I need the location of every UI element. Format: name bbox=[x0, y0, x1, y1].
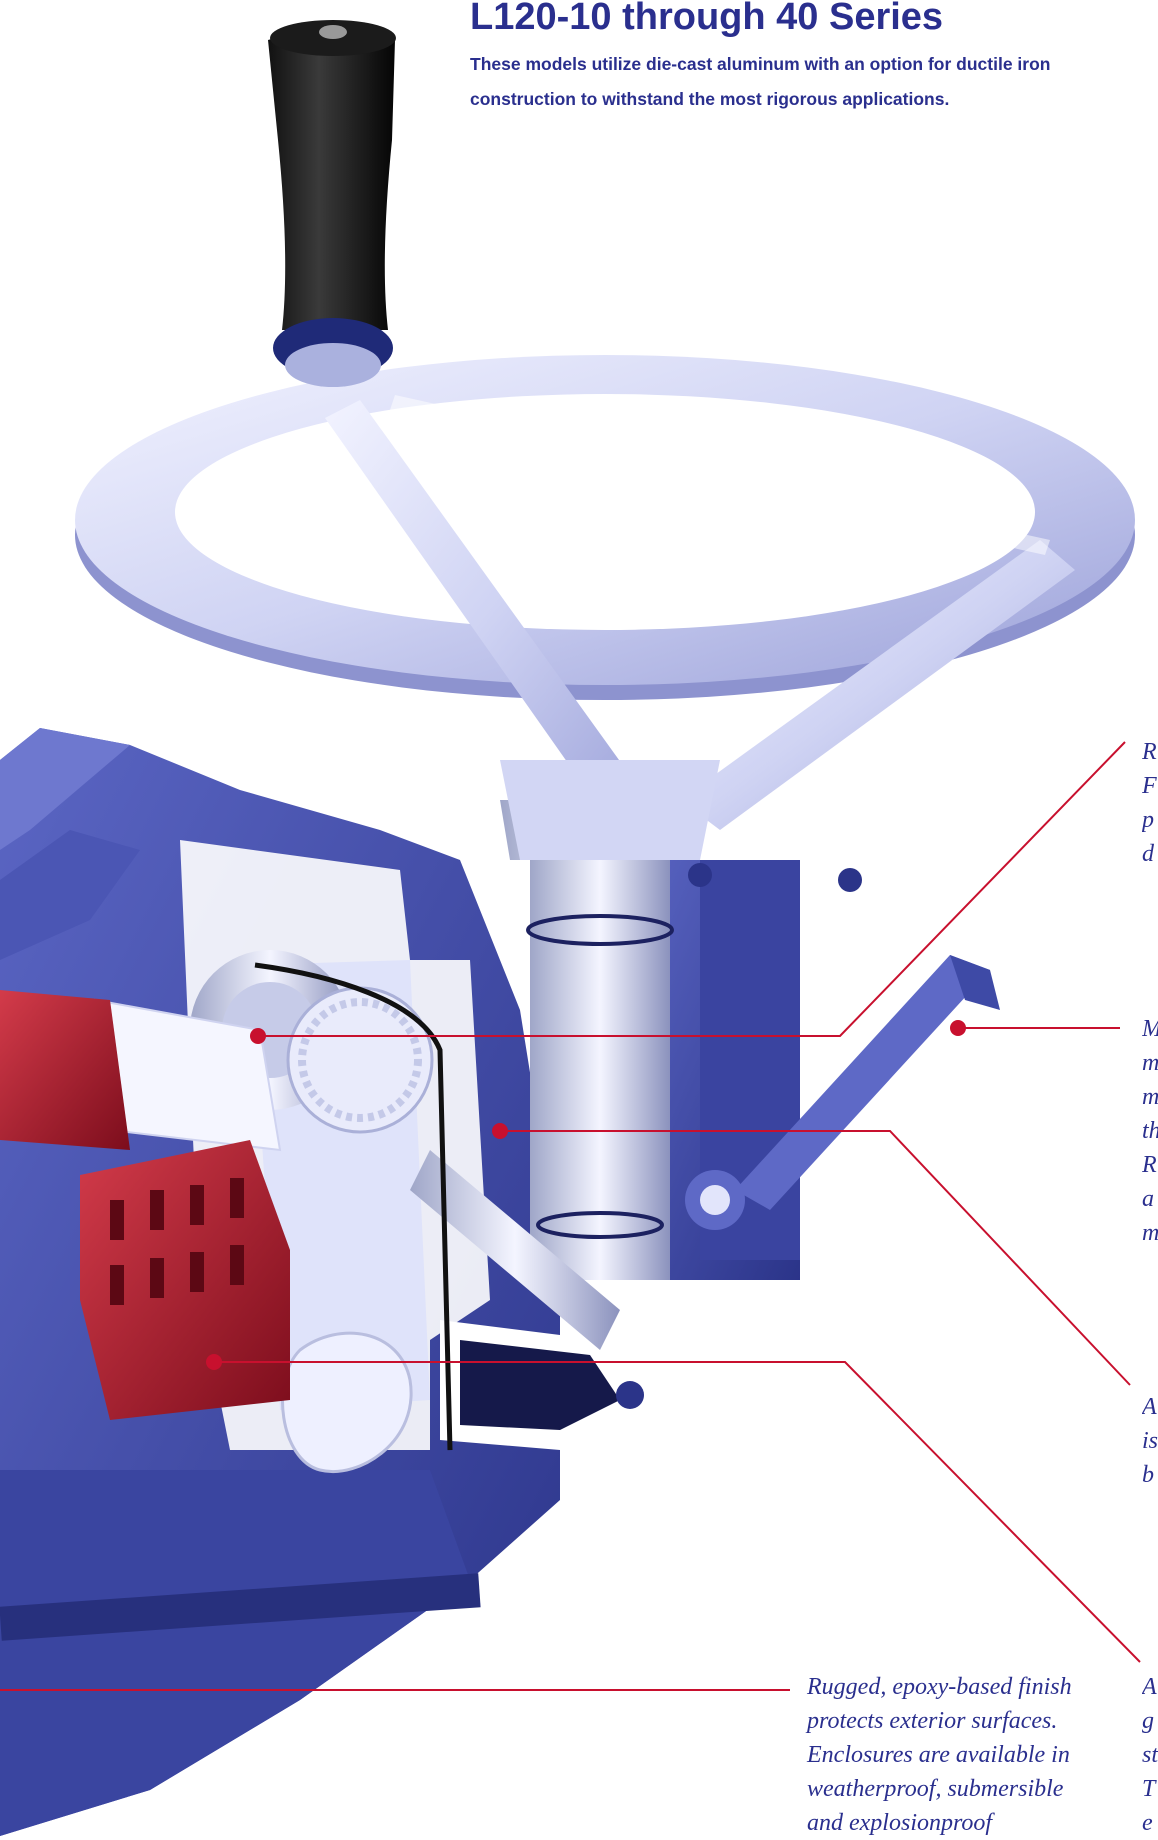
callout-lower-right: A is b bbox=[1142, 1390, 1158, 1492]
callout-line: Rugged, epoxy-based finish bbox=[807, 1674, 1072, 1700]
callout-line: and explosionproof bbox=[807, 1810, 993, 1836]
callout-line: A bbox=[1142, 1394, 1157, 1420]
terminal-block bbox=[0, 990, 290, 1420]
callout-line: th bbox=[1142, 1118, 1158, 1144]
callout-line: T bbox=[1142, 1776, 1156, 1802]
callout-line: R bbox=[1142, 1152, 1157, 1178]
callout-line: Enclosures are available in bbox=[807, 1742, 1070, 1768]
callout-line: M bbox=[1142, 1012, 1158, 1046]
callout-line: m bbox=[1142, 1084, 1158, 1110]
callout-line: m bbox=[1142, 1220, 1158, 1246]
callout-line: protects exterior surfaces. bbox=[807, 1708, 1058, 1734]
callout-line: m bbox=[1142, 1050, 1158, 1076]
callout-line: st bbox=[1142, 1742, 1158, 1768]
callout-line: b bbox=[1142, 1462, 1154, 1488]
callout-line: e bbox=[1142, 1810, 1153, 1836]
callout-dot-gear-bearing bbox=[250, 1028, 266, 1044]
page-title: L120-10 through 40 Series bbox=[470, 0, 944, 38]
callout-line: F bbox=[1142, 773, 1157, 799]
callout-top-right: R F p d bbox=[1142, 735, 1158, 871]
wire-loop bbox=[254, 962, 453, 1451]
callout-line: A bbox=[1142, 1674, 1157, 1700]
callout-mid-right: M m m th R a m bbox=[1142, 1012, 1158, 1250]
callout-bottom-right: A g st T e bbox=[1142, 1670, 1158, 1840]
declutch-lever bbox=[685, 955, 1000, 1230]
callout-line: d bbox=[1142, 841, 1154, 867]
callout-dot-terminal bbox=[206, 1354, 222, 1370]
intro-text: These models utilize die-cast aluminum w… bbox=[470, 54, 1051, 109]
handwheel-knob bbox=[268, 20, 396, 387]
callout-line: a bbox=[1142, 1186, 1154, 1212]
drive-shaft bbox=[500, 800, 700, 1280]
callout-line: weatherproof, submersible bbox=[807, 1776, 1064, 1802]
callout-finish: Rugged, epoxy-based finish protects exte… bbox=[807, 1670, 1072, 1840]
handwheel bbox=[75, 355, 1135, 860]
gear-train bbox=[93, 950, 620, 1473]
callout-dot-worm bbox=[492, 1123, 508, 1139]
callout-line: R bbox=[1142, 739, 1157, 765]
callout-line: g bbox=[1142, 1708, 1154, 1734]
callout-dot-lever bbox=[950, 1020, 966, 1036]
callout-line: is bbox=[1142, 1428, 1158, 1454]
callout-leaders bbox=[0, 741, 1141, 1691]
callout-line: p bbox=[1142, 807, 1154, 833]
